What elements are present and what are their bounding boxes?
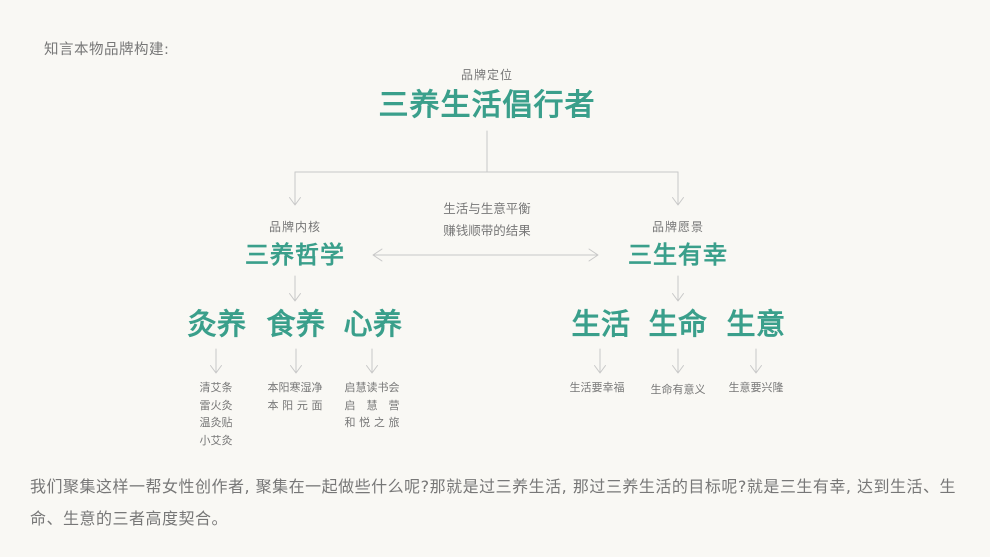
list-item: 生意要兴隆 bbox=[728, 381, 784, 394]
item-list: 生意要兴隆 bbox=[729, 379, 784, 397]
node-title: 灸养 bbox=[187, 307, 247, 341]
arrow-down-icon bbox=[750, 348, 762, 374]
node-title: 生活 bbox=[571, 307, 631, 341]
list-item: 生命有意义 bbox=[650, 383, 706, 396]
left-caption: 品牌内核 bbox=[268, 220, 322, 234]
list-item: 小艾灸 bbox=[199, 433, 233, 447]
node-title: 生意 bbox=[726, 307, 786, 341]
bridge-line-1: 生活与生意平衡 bbox=[443, 201, 531, 216]
arrow-down-icon bbox=[289, 275, 301, 302]
right-caption: 品牌愿景 bbox=[651, 220, 705, 234]
arrow-down-icon bbox=[594, 348, 606, 374]
arrow-down-icon bbox=[289, 171, 301, 206]
list-item: 启慧读书会 bbox=[344, 381, 400, 394]
root-title: 三养生活倡行者 bbox=[378, 88, 596, 123]
item-list: 本阳寒湿净 本 阳 元 面 bbox=[268, 379, 323, 414]
item-list: 清艾条 雷火灸 温灸贴 小艾灸 bbox=[200, 379, 233, 449]
left-title: 三养哲学 bbox=[245, 240, 345, 269]
list-item: 本 阳 元 面 bbox=[267, 398, 323, 412]
list-item: 和 悦 之 旅 bbox=[344, 416, 400, 429]
list-item: 本阳寒湿净 bbox=[267, 381, 323, 394]
right-title: 三生有幸 bbox=[628, 240, 728, 269]
item-list: 生命有意义 bbox=[651, 381, 706, 399]
list-item: 温灸贴 bbox=[199, 416, 233, 429]
item-list: 生活要幸福 bbox=[570, 379, 625, 397]
node-title: 生命 bbox=[648, 307, 708, 341]
double-arrow-icon bbox=[372, 248, 599, 262]
page-title: 知言本物品牌构建: bbox=[44, 42, 170, 58]
item-list: 启慧读书会 启 慧 营 和 悦 之 旅 bbox=[345, 379, 400, 432]
arrow-down-icon bbox=[366, 348, 378, 374]
root-caption: 品牌定位 bbox=[460, 68, 514, 82]
arrow-down-icon bbox=[290, 348, 302, 374]
bridge-line-2: 赚钱顺带的结果 bbox=[443, 223, 531, 238]
node-title: 食养 bbox=[266, 307, 326, 341]
arrow-down-icon bbox=[210, 348, 222, 374]
summary-paragraph: 我们聚集这样一帮女性创作者, 聚集在一起做些什么呢?那就是过三养生活, 那过三养… bbox=[30, 477, 957, 528]
arrow-down-icon bbox=[672, 171, 684, 206]
node-title: 心养 bbox=[343, 307, 403, 341]
arrow-down-icon bbox=[672, 275, 684, 302]
list-item: 清艾条 bbox=[199, 381, 233, 394]
arrow-down-icon bbox=[672, 348, 684, 374]
list-item: 雷火灸 bbox=[199, 398, 233, 412]
list-item: 生活要幸福 bbox=[569, 381, 625, 394]
list-item: 启 慧 营 bbox=[344, 398, 400, 412]
